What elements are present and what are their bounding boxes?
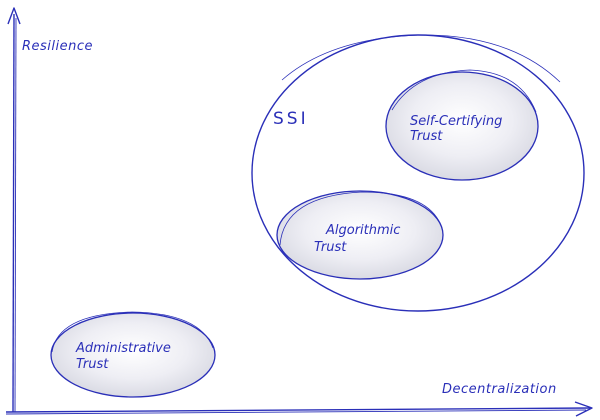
x-axis xyxy=(5,401,593,417)
ssi-label: SSI xyxy=(273,109,309,129)
administrative-label-line2: Trust xyxy=(76,357,109,372)
administrative-label-line1: Administrative xyxy=(75,341,171,356)
administrative-trust-bubble: Administrative Trust xyxy=(50,311,216,398)
algorithmic-trust-bubble: Algorithmic Trust xyxy=(276,190,444,280)
self-certifying-label-line1: Self-Certifying xyxy=(410,114,502,129)
x-axis-label: Decentralization xyxy=(442,382,557,397)
self-certifying-label-line2: Trust xyxy=(410,129,443,144)
y-axis xyxy=(7,7,21,413)
self-certifying-trust-bubble: Self-Certifying Trust xyxy=(385,69,539,181)
ssi-region xyxy=(251,34,585,312)
y-axis-label: Resilience xyxy=(22,39,93,54)
algorithmic-label-line2: Trust xyxy=(314,240,347,255)
algorithmic-label-line1: Algorithmic xyxy=(325,223,400,238)
